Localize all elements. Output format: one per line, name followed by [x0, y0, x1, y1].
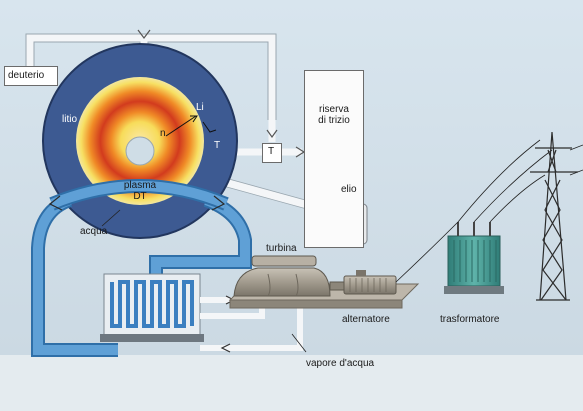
- water-arrow-left-icon: [48, 195, 63, 211]
- label-deuterio: deuterio: [8, 70, 45, 81]
- tritium-reserve-box: [304, 70, 364, 248]
- heat-exchanger: [100, 273, 204, 342]
- water-loop: [31, 179, 252, 357]
- torus-hole: [125, 136, 155, 166]
- label-riserva-line2: di trizio: [318, 115, 350, 126]
- background-lower-band: [0, 355, 583, 411]
- label-neutron: n: [160, 128, 166, 139]
- label-t-box: T: [268, 146, 275, 157]
- water-arrow-right-icon: [211, 195, 226, 211]
- steam-arrow-left-icon: [220, 343, 231, 353]
- label-vapore: vapore d'acqua: [306, 358, 375, 369]
- label-trasformatore: trasformatore: [440, 314, 500, 325]
- label-litio: litio: [62, 114, 78, 125]
- inlet-arrow-icon: [137, 29, 151, 39]
- label-plasma-line1: plasma: [123, 180, 157, 191]
- leader-lines: [101, 209, 307, 353]
- label-turbina: turbina: [266, 243, 297, 254]
- label-acqua: acqua: [80, 226, 108, 237]
- deuterium-box: [4, 66, 58, 86]
- label-tritium-symbol: T: [214, 140, 221, 151]
- label-plasma-line2: DT: [133, 191, 147, 202]
- neutron-arrow-icon: [165, 115, 197, 137]
- label-riserva-line1: riserva: [318, 104, 349, 115]
- down-arrow-icon: [266, 129, 278, 139]
- power-lines: [395, 139, 583, 283]
- label-alternatore: alternatore: [342, 314, 390, 325]
- label-riserva: riserva di trizio: [306, 104, 362, 126]
- label-plasma: plasma DT: [120, 180, 160, 202]
- tritium-path-arrow-icon: [202, 121, 217, 133]
- label-elio: elio: [341, 184, 357, 195]
- pylon: [530, 131, 578, 301]
- tritium-junction-box: [262, 143, 282, 163]
- turbine-alternator: [228, 255, 420, 309]
- label-lithium-symbol: Li: [196, 102, 204, 113]
- reactor: [42, 43, 238, 239]
- transformer: [444, 222, 504, 294]
